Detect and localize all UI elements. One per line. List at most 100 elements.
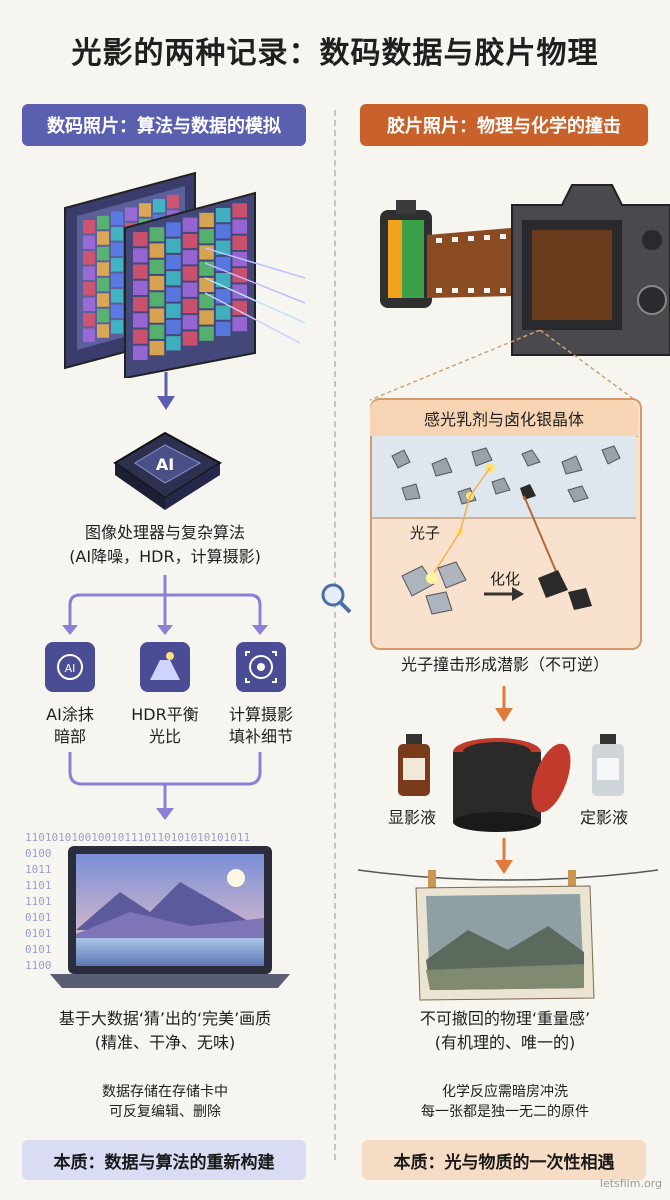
chem-line2: 每一张都是独一无二的原件 (421, 1104, 589, 1120)
digital-footer: 本质：数据与算法的重新构建 (22, 1140, 306, 1180)
fixer-bottle-icon (592, 734, 624, 796)
chem-line1: 化学反应需暗房冲洗 (442, 1084, 568, 1100)
sensor-pixel (182, 233, 198, 249)
sensor-pixel (199, 294, 214, 309)
photon-label: 光子 (410, 524, 441, 542)
sensor-pixel (133, 329, 148, 344)
latent-caption: 光子撞击形成潜影（不可逆） (400, 655, 609, 674)
storage-line2: 可反复编辑、删除 (109, 1104, 221, 1120)
sensor-pixel (215, 289, 231, 304)
sensor-pixel (199, 245, 214, 260)
zoom-lines (369, 330, 636, 401)
binary-line: 1011 (25, 863, 52, 876)
sensor-pixel (149, 275, 165, 291)
sensor-pixel (111, 227, 123, 241)
digital-result-line2: (精准、干净、无味) (94, 1033, 236, 1052)
branch-arrows (62, 575, 268, 635)
processor-line2: (AI降噪，HDR，计算摄影) (69, 547, 261, 566)
developer-bottle-icon (398, 734, 430, 796)
sensor-pixel (215, 256, 231, 271)
feature-3: 计算摄影 填补细节 (221, 704, 301, 748)
developer-label: 显影液 (388, 808, 437, 827)
magnifier-icon (321, 583, 352, 614)
svg-text:AI: AI (65, 662, 76, 675)
sensor-pixel (111, 289, 123, 303)
sensor-pixel (97, 262, 109, 276)
sensor-pixel (149, 324, 165, 339)
arrow-down-orange-icon (495, 686, 513, 722)
sensor-pixel (166, 271, 181, 286)
sensor-pixel (97, 324, 109, 338)
change-label: 化化 (490, 570, 521, 588)
page-title: 光影的两种记录：数码数据与胶片物理 (71, 36, 599, 71)
feature-3-line1: 计算摄影 (228, 705, 293, 724)
hanging-photo-icon (358, 869, 658, 1001)
sensor-pixel (111, 211, 123, 226)
binary-line: 1101 (25, 895, 52, 908)
sensor-pixel (232, 235, 247, 250)
binary-line: 0101 (25, 943, 52, 956)
sensor-pixel (111, 242, 123, 257)
binary-background: 1101010100100101110110101010101011 0100 … (25, 830, 315, 974)
center-divider (334, 110, 336, 1160)
sensor-pixel (139, 203, 151, 217)
sensor-pixel (199, 212, 214, 228)
sensor-pixel (133, 297, 148, 312)
sensor-pixel (166, 238, 181, 253)
sensor-pixel (149, 292, 165, 307)
sensor-pixel (182, 298, 198, 314)
sensor-pixel (166, 303, 181, 318)
sensor-pixel (182, 315, 198, 330)
sensor-pixel (167, 194, 179, 209)
sensor-pixel (133, 264, 148, 279)
arrow-down-orange-icon-2 (495, 838, 513, 874)
sensor-pixel (199, 277, 214, 293)
sensor-pixel (111, 320, 123, 334)
binary-line: 0101 (25, 911, 52, 924)
sensor-pixel (215, 321, 231, 336)
sensor-pixel (149, 259, 165, 274)
sensor-pixel (182, 217, 198, 232)
laptop-icon (50, 846, 290, 988)
dev-tank-icon (453, 738, 571, 832)
film-result-line2: (有机理的、唯一的) (434, 1033, 576, 1052)
hdr-icon (140, 642, 190, 692)
sensor-pixel (166, 336, 181, 351)
feature-3-line2: 填补细节 (228, 727, 293, 746)
sensor-pixel (215, 208, 231, 223)
digital-result-line1: 基于大数据‘猜’出的‘完美’画质 (58, 1009, 272, 1028)
digital-header: 数码照片：算法与数据的模拟 (22, 104, 306, 146)
binary-line: 1101 (25, 879, 52, 892)
sensor-pixel (199, 229, 214, 244)
sensor-pixel (97, 293, 109, 307)
computational-icon (236, 642, 286, 692)
sensor-pixel (149, 308, 165, 323)
sensor-pixel (199, 326, 214, 341)
sensor-pixel (199, 310, 214, 325)
sensor-pixel (111, 258, 123, 272)
sensor-pixel (83, 220, 95, 234)
feature-2-line2: 光比 (148, 727, 181, 746)
sensor-pixel (83, 266, 95, 280)
sensor-pixel (182, 250, 198, 265)
sensor-pixel (149, 243, 165, 258)
chip-label: AI (156, 455, 174, 474)
sensor-pixel (97, 277, 109, 292)
storage-line1: 数据存储在存储卡中 (102, 1084, 228, 1100)
sensor-pixel (166, 222, 181, 237)
sensor-pixel (215, 240, 231, 255)
watermark: letsfilm.org (599, 1177, 662, 1190)
sensor-pixel (97, 308, 109, 323)
sensor-pixel (232, 316, 247, 332)
camera-icon (511, 184, 670, 356)
sensor-pixel (133, 232, 148, 247)
silver-halide-illustration (372, 436, 636, 615)
sensor-pixel (97, 215, 109, 230)
film-header: 胶片照片：物理与化学的撞击 (360, 104, 648, 146)
sensor-pixel (83, 313, 95, 327)
binary-line: 0100 (25, 847, 52, 860)
feature-2-line1: HDR平衡 (131, 705, 199, 724)
ai-chip-icon: AI (113, 431, 222, 510)
sensor-pixel (125, 207, 137, 221)
sensor-pixel (83, 328, 95, 342)
